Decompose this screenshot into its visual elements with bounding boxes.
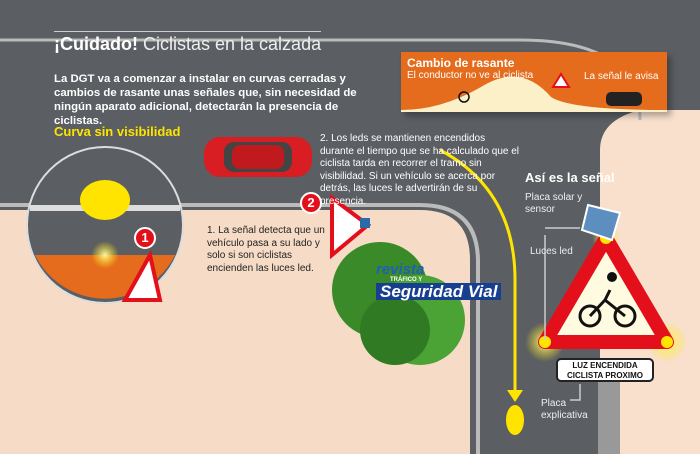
cyclist-icon — [506, 405, 524, 435]
logo-name: Seguridad Vial — [376, 283, 502, 300]
solar-panel-icon — [580, 203, 622, 242]
rasante-title: Cambio de rasante — [407, 56, 515, 70]
explanatory-plate: LUZ ENCENDIDA CICLISTA PROXIMO — [556, 358, 654, 382]
car-icon — [606, 92, 642, 106]
logo-revista: revista — [376, 261, 425, 278]
arrow-head-icon — [507, 390, 523, 402]
title-light: Ciclistas en la calzada — [143, 34, 322, 54]
rasante-panel: Cambio de rasante El conductor no ve al … — [401, 52, 667, 112]
intro-text: La DGT va a comenzar a instalar en curva… — [54, 73, 357, 127]
solar-label: Placa solar y sensor — [525, 192, 583, 215]
step-1-text: 1. La señal detecta que un vehículo pasa… — [207, 225, 325, 274]
step-1-badge: 1 — [134, 227, 156, 249]
plate-label: Placa explicativa — [541, 398, 588, 421]
rasante-subtitle: El conductor no ve al ciclista — [407, 70, 534, 81]
hill-illustration — [401, 72, 667, 112]
page-title: ¡Cuidado! Ciclistas en la calzada — [54, 31, 322, 55]
cyclist-path-arrow — [439, 148, 517, 390]
magazine-logo: revista TRÁFICO Y Seguridad Vial — [376, 261, 502, 300]
red-car-icon — [204, 137, 312, 177]
leds-label: Luces led — [530, 246, 573, 257]
detail-circle — [26, 146, 184, 304]
sign-title: Así es la señal — [525, 170, 615, 185]
plate-line-1: LUZ ENCENDIDA — [572, 361, 638, 370]
curve-title: Curva sin visibilidad — [54, 124, 181, 139]
rasante-signal-note: La señal le avisa — [584, 71, 659, 82]
road-edge-line — [0, 203, 480, 454]
plate-line-2: CICLISTA PROXIMO — [567, 371, 643, 380]
step-2-badge: 2 — [300, 192, 322, 214]
cyclist-icon — [458, 91, 470, 103]
sign-2-icon — [330, 194, 372, 260]
logo-trafico: TRÁFICO Y — [390, 277, 423, 283]
title-bold: ¡Cuidado! — [54, 34, 138, 54]
bicycle-icon — [578, 289, 637, 328]
cyclist-warning-sign — [525, 203, 687, 454]
step-2-text: 2. Los leds se mantienen encendidos dura… — [320, 133, 520, 207]
